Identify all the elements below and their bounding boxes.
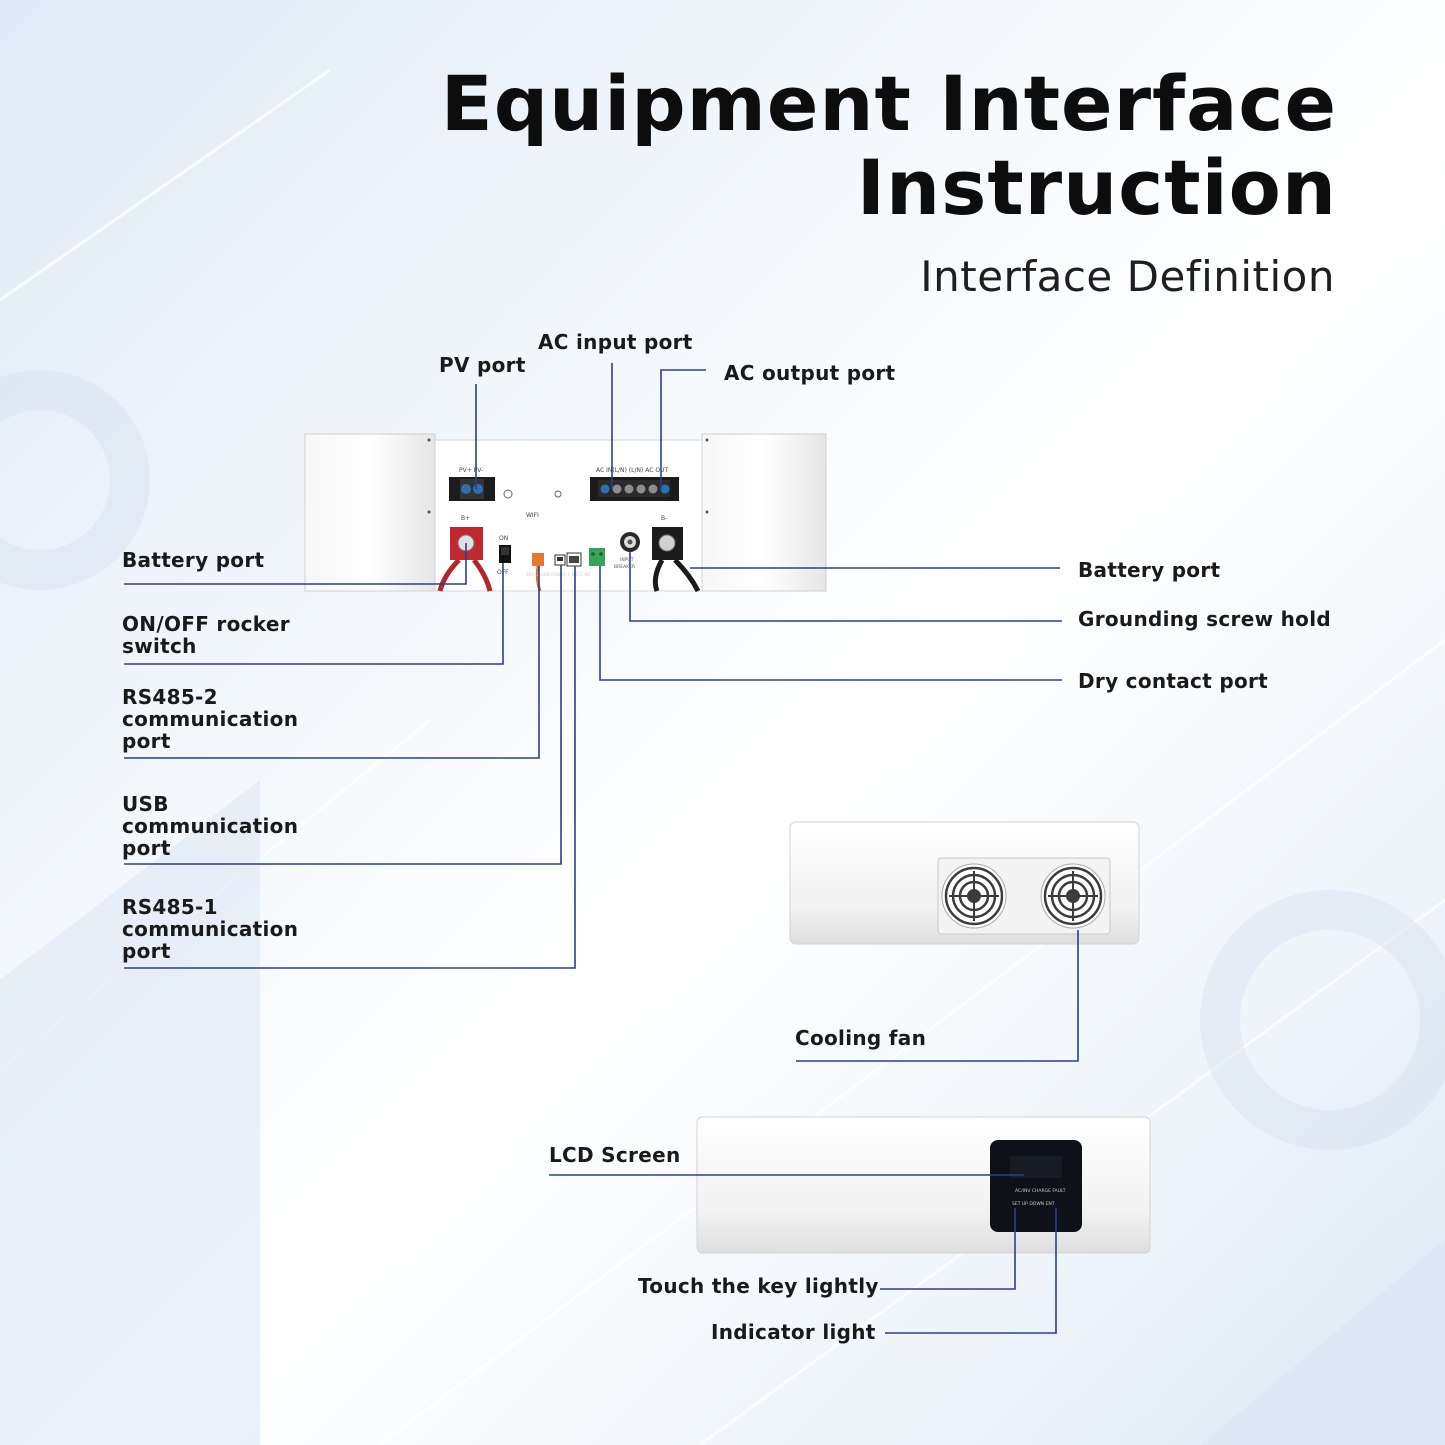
label-on-off-switch: ON/OFF rocker switch bbox=[122, 612, 290, 658]
leader-cooling-fan bbox=[796, 930, 1079, 1062]
label-rs485-1: RS485-1 communication port bbox=[122, 895, 299, 963]
fan-icon bbox=[941, 863, 1007, 929]
screw-icon bbox=[503, 489, 513, 499]
input-breaker[interactable]: INPUT BREAKER bbox=[614, 532, 640, 570]
label-battery-port-left: Battery port bbox=[122, 548, 265, 572]
label-cooling-fan: Cooling fan bbox=[795, 1026, 927, 1050]
lcd-screen bbox=[990, 1140, 1082, 1232]
leader-lines bbox=[124, 363, 1079, 1334]
on-silkscreen: ON bbox=[499, 535, 508, 542]
leader-touch-key bbox=[880, 1208, 1016, 1290]
label-lcd-screen: LCD Screen bbox=[549, 1143, 681, 1167]
label-ac-output-port: AC output port bbox=[724, 361, 896, 385]
leader-indicator bbox=[885, 1208, 1057, 1334]
leader-ac-output bbox=[660, 369, 706, 489]
page-subtitle: Interface Definition bbox=[920, 252, 1335, 301]
label-rs485-2: RS485-2 communication port bbox=[122, 685, 299, 753]
lcd-led-labels: AC/INV CHARGE FAULT bbox=[1015, 1188, 1066, 1194]
leader-switch bbox=[124, 563, 504, 665]
fan-unit bbox=[789, 821, 1140, 945]
dry-contact-port[interactable] bbox=[589, 548, 605, 566]
ac-terminal-block: AC IN(L/N) (L/N) AC OUT bbox=[590, 467, 679, 501]
right-side-handle bbox=[701, 433, 827, 592]
label-grounding: Grounding screw hold bbox=[1078, 607, 1331, 631]
battery-negative-terminal: B- bbox=[652, 515, 701, 593]
title-line-2: Instruction bbox=[856, 143, 1337, 232]
label-dry-contact: Dry contact port bbox=[1078, 669, 1269, 693]
leader-rs485-1 bbox=[124, 566, 576, 969]
lcd-unit: AC/INV CHARGE FAULT SET UP DOWN ENT bbox=[696, 1116, 1151, 1254]
front-panel-unit: PV+ PV- WIFI AC IN(L/N) (L/N) AC OUT B+ bbox=[304, 433, 827, 593]
fan-icon bbox=[1040, 863, 1106, 929]
svg-text:485-2 USB RS485-1 NO C N: 485-2 USB RS485-1 NO C NC bbox=[526, 572, 591, 578]
breaker-silkscreen-2: BREAKER bbox=[614, 564, 635, 570]
screw-icon bbox=[554, 490, 562, 498]
leader-grounding bbox=[629, 552, 1062, 622]
lcd-key-labels: SET UP DOWN ENT bbox=[1012, 1201, 1055, 1207]
leader-rs485-2 bbox=[124, 566, 540, 759]
rs485-2-port[interactable] bbox=[532, 553, 544, 566]
pv-silkscreen: PV+ PV- bbox=[459, 467, 483, 474]
page-title: Equipment Interface Instruction bbox=[441, 62, 1337, 230]
title-line-1: Equipment Interface bbox=[440, 59, 1337, 148]
left-side-handle bbox=[304, 433, 436, 592]
label-touch-key: Touch the key lightly bbox=[638, 1274, 879, 1298]
wifi-silkscreen: WIFI bbox=[526, 512, 539, 519]
label-usb: USB communication port bbox=[122, 792, 299, 860]
leader-usb bbox=[124, 565, 562, 865]
bplus-silkscreen: B+ bbox=[461, 515, 470, 522]
breaker-silkscreen-1: INPUT bbox=[620, 557, 634, 563]
label-pv-port: PV port bbox=[439, 353, 526, 377]
bminus-silkscreen: B- bbox=[661, 515, 667, 522]
ac-silkscreen: AC IN(L/N) (L/N) AC OUT bbox=[596, 467, 668, 474]
leader-dry-contact bbox=[599, 566, 1062, 681]
leader-battery-left bbox=[124, 543, 467, 585]
label-indicator-light: Indicator light bbox=[711, 1320, 876, 1344]
label-ac-input-port: AC input port bbox=[538, 330, 693, 354]
label-battery-port-right: Battery port bbox=[1078, 558, 1221, 582]
